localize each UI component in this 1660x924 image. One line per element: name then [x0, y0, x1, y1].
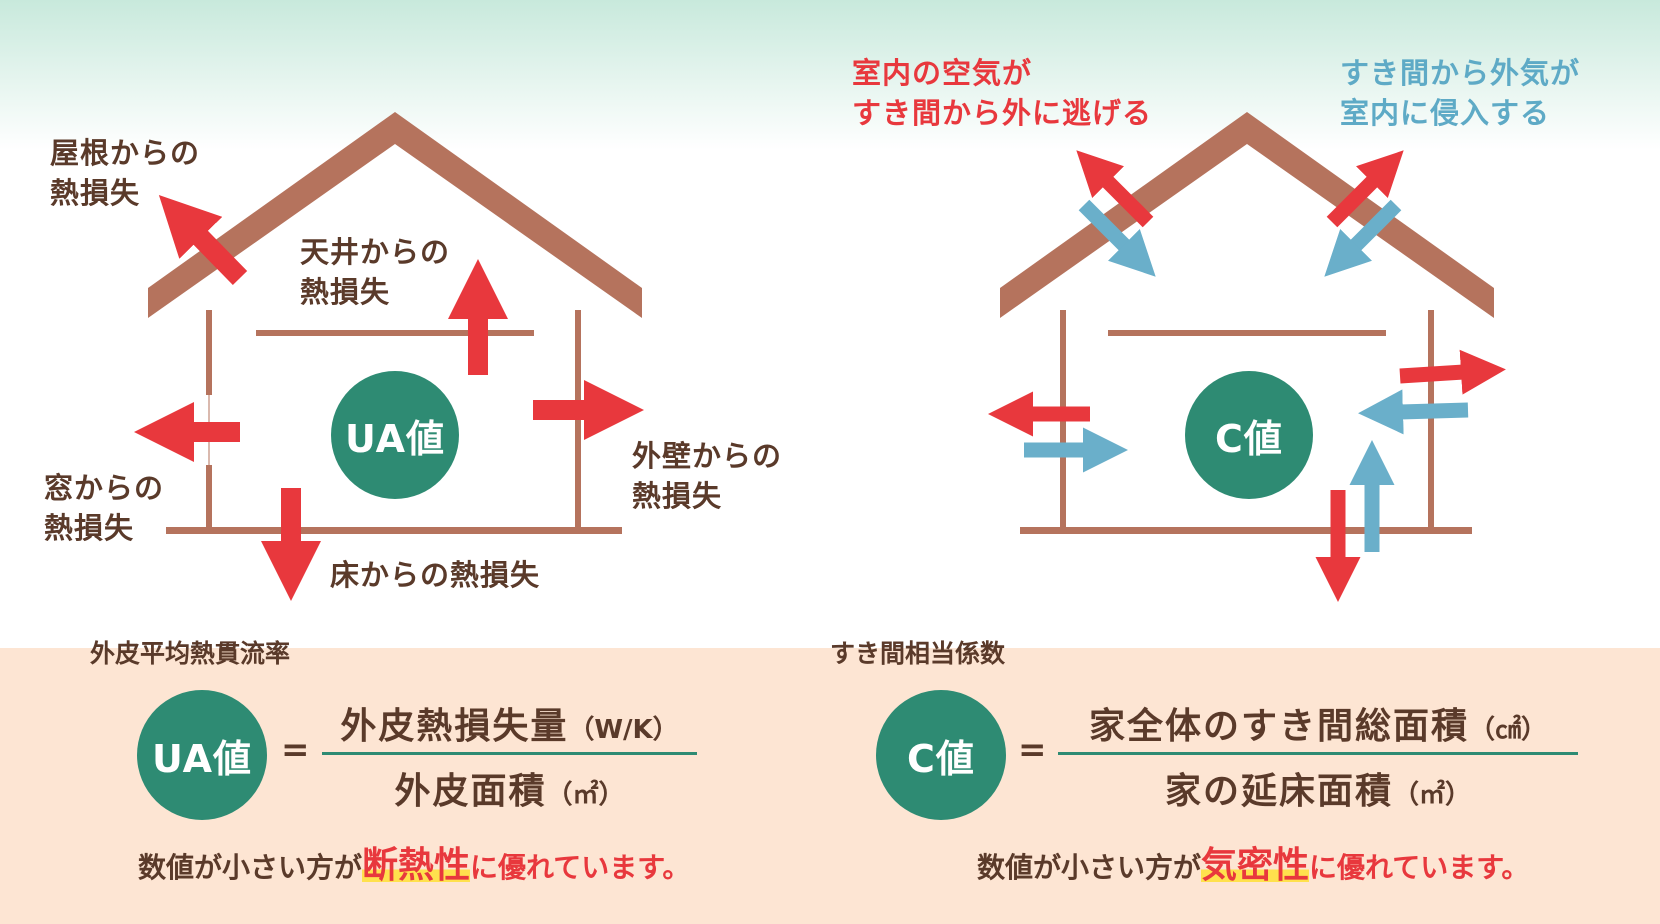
ceiling-heat-loss-line1: 天井からの	[300, 235, 451, 269]
roof-left-inflow-arrow	[1078, 199, 1156, 277]
ua-numerator-text: 外皮熱損失量	[340, 706, 569, 747]
ua-denominator-unit: （㎡）	[546, 780, 625, 810]
air-intrude-line1: すき間から外気が	[1340, 56, 1581, 90]
air-intrude-label: すき間から外気が 室内に侵入する	[1340, 53, 1580, 133]
c-note-highlight: 気密性	[1201, 845, 1310, 886]
roof-heat-loss-label: 屋根からの 熱損失	[50, 133, 200, 213]
roof-left-outflow-arrow	[1076, 150, 1154, 228]
right-house-ceiling	[1108, 330, 1386, 336]
ceiling-heat-loss-line2: 熱損失	[300, 275, 391, 309]
window-heat-loss-line1: 窓からの	[44, 471, 165, 505]
c-formula-badge: C値	[876, 690, 1006, 820]
window-heat-loss-line2: 熱損失	[44, 511, 135, 545]
c-numerator-text: 家全体のすき間総面積	[1088, 706, 1469, 747]
floor-heat-loss-label: 床からの熱損失	[330, 558, 541, 592]
wall-heat-loss-label: 外壁からの 熱損失	[632, 436, 782, 516]
roof-right-inflow-arrow	[1324, 199, 1402, 277]
house-diagrams	[134, 112, 1506, 602]
c-denominator-unit: （㎡）	[1393, 780, 1472, 810]
formula-background-band	[0, 648, 1660, 924]
ua-equals-sign: =	[281, 730, 310, 770]
ua-denominator-text: 外皮面積	[394, 771, 547, 812]
ua-note: 数値が小さい方が断熱性に優れています。	[138, 836, 690, 888]
ua-value-diagram-badge: UA値	[331, 371, 459, 499]
air-escape-line2: すき間から外に逃げる	[852, 96, 1153, 130]
ua-numerator-unit: （W/K）	[568, 715, 679, 745]
ua-fraction-line	[322, 752, 697, 755]
c-note-suffix: に優れています。	[1309, 851, 1530, 884]
wall-heat-loss-line1: 外壁からの	[632, 439, 783, 473]
right-house-floor	[1020, 527, 1472, 534]
ceiling-heat-loss-label: 天井からの 熱損失	[300, 232, 450, 312]
ua-numerator: 外皮熱損失量（W/K）	[322, 697, 697, 749]
c-formula-title: すき間相当係数	[830, 639, 1006, 668]
c-equals-sign: =	[1018, 730, 1047, 770]
air-escape-label: 室内の空気が すき間から外に逃げる	[852, 53, 1152, 133]
air-escape-line1: 室内の空気が	[852, 56, 1033, 90]
right-wall-outflow-arrow	[1399, 349, 1506, 395]
c-denominator-text: 家の延床面積	[1164, 771, 1393, 812]
c-value-diagram-badge: C値	[1185, 371, 1313, 499]
air-leak-arrows	[988, 150, 1506, 602]
roof-right-outflow-arrow	[1326, 150, 1404, 228]
wall-heat-loss-line2: 熱損失	[632, 479, 723, 513]
ua-note-suffix: に優れています。	[470, 851, 691, 884]
right-house-right-wall	[1428, 310, 1434, 528]
c-numerator: 家全体のすき間総面積（㎠）	[1058, 697, 1578, 749]
ua-note-prefix: 数値が小さい方が	[138, 851, 363, 884]
air-intrude-line2: 室内に侵入する	[1340, 96, 1551, 130]
c-note-prefix: 数値が小さい方が	[977, 851, 1202, 884]
ua-formula-title: 外皮平均熱貫流率	[90, 639, 291, 668]
left-house-floor	[166, 527, 622, 534]
window-heat-loss-label: 窓からの 熱損失	[44, 468, 164, 548]
c-fraction-line	[1058, 752, 1578, 755]
c-numerator-unit: （㎠）	[1469, 715, 1548, 745]
ua-note-highlight: 断熱性	[362, 845, 471, 886]
ua-denominator: 外皮面積（㎡）	[322, 762, 697, 814]
ua-formula-badge: UA値	[137, 690, 267, 820]
c-denominator: 家の延床面積（㎡）	[1058, 762, 1578, 814]
roof-heat-loss-line2: 熱損失	[50, 176, 141, 210]
roof-heat-loss-line1: 屋根からの	[50, 136, 201, 170]
left-house-ceiling	[256, 330, 534, 336]
heat-loss-arrows	[134, 194, 644, 601]
right-wall-inflow-arrow	[1358, 389, 1469, 435]
right-house-roof	[1000, 112, 1494, 318]
roof-heat-loss-arrow	[158, 194, 248, 285]
c-note: 数値が小さい方が気密性に優れています。	[977, 836, 1529, 888]
